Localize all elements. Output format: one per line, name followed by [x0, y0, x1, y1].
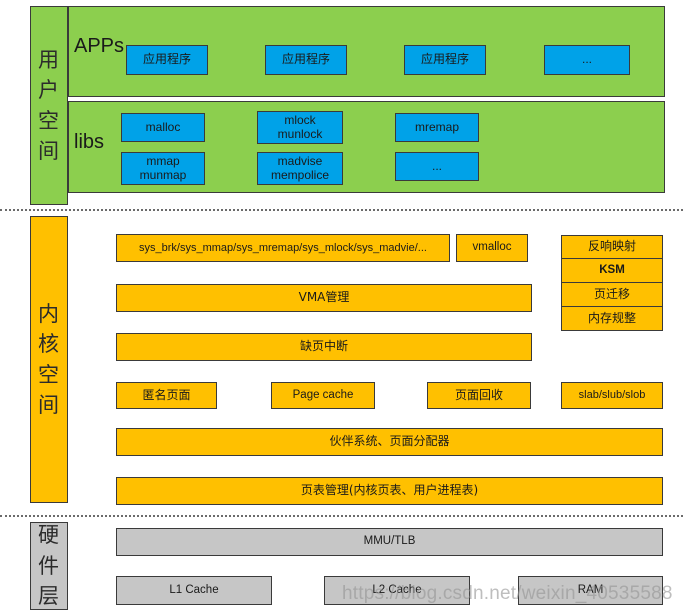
kernel-stack-item-memory-compaction[interactable]: 内存规整	[561, 307, 663, 331]
hardware-box-ram[interactable]: RAM	[518, 576, 663, 605]
layer-label-hardware-char-0: 硬	[38, 523, 60, 548]
layer-label-user-space-char-0: 用	[38, 47, 60, 72]
separator-kernel-hardware	[0, 515, 683, 517]
layer-label-kernel-space-char-1: 核	[38, 332, 60, 357]
separator-user-kernel	[0, 209, 683, 211]
lib-box-malloc[interactable]: malloc	[121, 113, 205, 142]
layer-label-user-space-char-1: 户	[38, 78, 60, 103]
kernel-box-vma-management[interactable]: VMA管理	[116, 284, 532, 312]
layer-label-hardware: 硬 件 层	[30, 522, 68, 610]
hardware-box-l2-cache[interactable]: L2 Cache	[324, 576, 470, 605]
kernel-box-page-fault[interactable]: 缺页中断	[116, 333, 532, 361]
kernel-box-anonymous-pages[interactable]: 匿名页面	[116, 382, 217, 409]
kernel-box-page-reclaim[interactable]: 页面回收	[427, 382, 531, 409]
kernel-stack-item-page-migration[interactable]: 页迁移	[561, 283, 663, 307]
app-box-2[interactable]: 应用程序	[404, 45, 486, 75]
lib-box-more[interactable]: ...	[395, 152, 479, 181]
layer-label-kernel-space-char-0: 内	[38, 301, 60, 326]
app-box-3[interactable]: ...	[544, 45, 630, 75]
lib-box-madvise-mempolice[interactable]: madvise mempolice	[257, 152, 343, 185]
lib-box-mmap-munmap[interactable]: mmap munmap	[121, 152, 205, 185]
lib-box-mlock-munlock[interactable]: mlock munlock	[257, 111, 343, 144]
kernel-side-stack: 反响映射 KSM 页迁移 内存规整	[561, 235, 663, 331]
app-box-0[interactable]: 应用程序	[126, 45, 208, 75]
layer-label-kernel-space-char-3: 间	[38, 392, 60, 417]
layer-label-hardware-char-2: 层	[38, 584, 60, 609]
kernel-stack-item-ksm[interactable]: KSM	[561, 259, 663, 283]
kernel-box-page-table-management[interactable]: 页表管理(内核页表、用户进程表)	[116, 477, 663, 505]
libs-group-title: libs	[74, 131, 105, 153]
kernel-box-slab-allocator[interactable]: slab/slub/slob	[561, 382, 663, 409]
hardware-box-l1-cache[interactable]: L1 Cache	[116, 576, 272, 605]
layer-label-user-space: 用 户 空 间	[30, 6, 68, 205]
kernel-box-buddy-allocator[interactable]: 伙伴系统、页面分配器	[116, 428, 663, 456]
kernel-box-page-cache[interactable]: Page cache	[271, 382, 375, 409]
app-box-1[interactable]: 应用程序	[265, 45, 347, 75]
layer-label-hardware-char-1: 件	[38, 553, 60, 578]
kernel-box-vmalloc[interactable]: vmalloc	[456, 234, 528, 262]
kernel-box-syscalls[interactable]: sys_brk/sys_mmap/sys_mremap/sys_mlock/sy…	[116, 234, 450, 262]
layer-label-user-space-char-3: 间	[38, 138, 60, 163]
apps-group-title: APPs	[74, 35, 125, 57]
layer-label-user-space-char-2: 空	[38, 108, 60, 133]
kernel-stack-item-reverse-mapping[interactable]: 反响映射	[561, 235, 663, 259]
hardware-box-mmu-tlb[interactable]: MMU/TLB	[116, 528, 663, 556]
layer-label-kernel-space: 内 核 空 间	[30, 216, 68, 503]
layer-label-kernel-space-char-2: 空	[38, 362, 60, 387]
lib-box-mremap[interactable]: mremap	[395, 113, 479, 142]
